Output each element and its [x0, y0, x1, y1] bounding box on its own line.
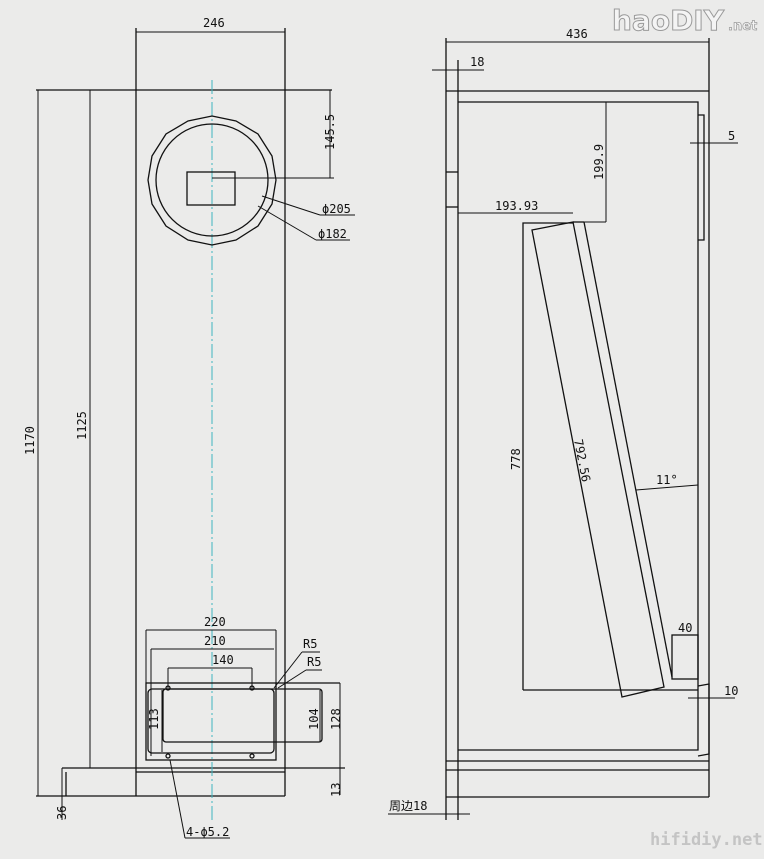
dim-port-height-outer: 128	[329, 708, 343, 730]
label-radius-1: R5	[303, 637, 317, 651]
dim-front-width: 246	[203, 16, 225, 30]
side-view: 436 18 5 199.9 193.93 778 792.56 11° 40 …	[388, 27, 738, 820]
dim-body-height: 1125	[75, 411, 89, 440]
dim-angle: 11°	[656, 473, 678, 487]
dim-total-height: 1170	[23, 426, 37, 455]
dim-depth: 436	[566, 27, 588, 41]
dim-wall: 18	[470, 55, 484, 69]
dim-driver-offset: 145.5	[323, 114, 337, 150]
dim-driver-depth: 199.9	[592, 144, 606, 180]
dim-gap: 40	[678, 621, 692, 635]
front-view: 246 1170 1125 36 145.5 ϕ205 ϕ182 220 210	[23, 16, 355, 839]
label-radius-2: R5	[307, 655, 321, 669]
haodiy-logo-suffix: .net	[728, 19, 757, 34]
haodiy-logo: haoDIY	[612, 4, 725, 37]
hifidiy-watermark: hifidiy.net	[650, 830, 763, 850]
dim-outer-diameter: ϕ205	[322, 202, 351, 216]
dim-inner-diameter: ϕ182	[318, 227, 347, 241]
dim-port-width: 210	[204, 634, 226, 648]
label-holes: 4-ϕ5.2	[186, 825, 229, 839]
dim-hole-spacing: 140	[212, 653, 234, 667]
dim-panel-height: 778	[509, 448, 523, 470]
dim-port-outer-width: 220	[204, 615, 226, 629]
dim-panel-offset: 193.93	[495, 199, 538, 213]
label-perimeter: 周边18	[389, 799, 427, 813]
dim-port-bottom: 13	[329, 783, 343, 797]
dim-baffle-step: 5	[728, 129, 735, 143]
dim-port-height: 104	[307, 708, 321, 730]
dim-plinth: 36	[55, 806, 69, 820]
dim-bottom-gap: 10	[724, 684, 738, 698]
dim-port-height-inner: 113	[147, 708, 161, 730]
dim-board-length: 792.56	[571, 438, 593, 483]
